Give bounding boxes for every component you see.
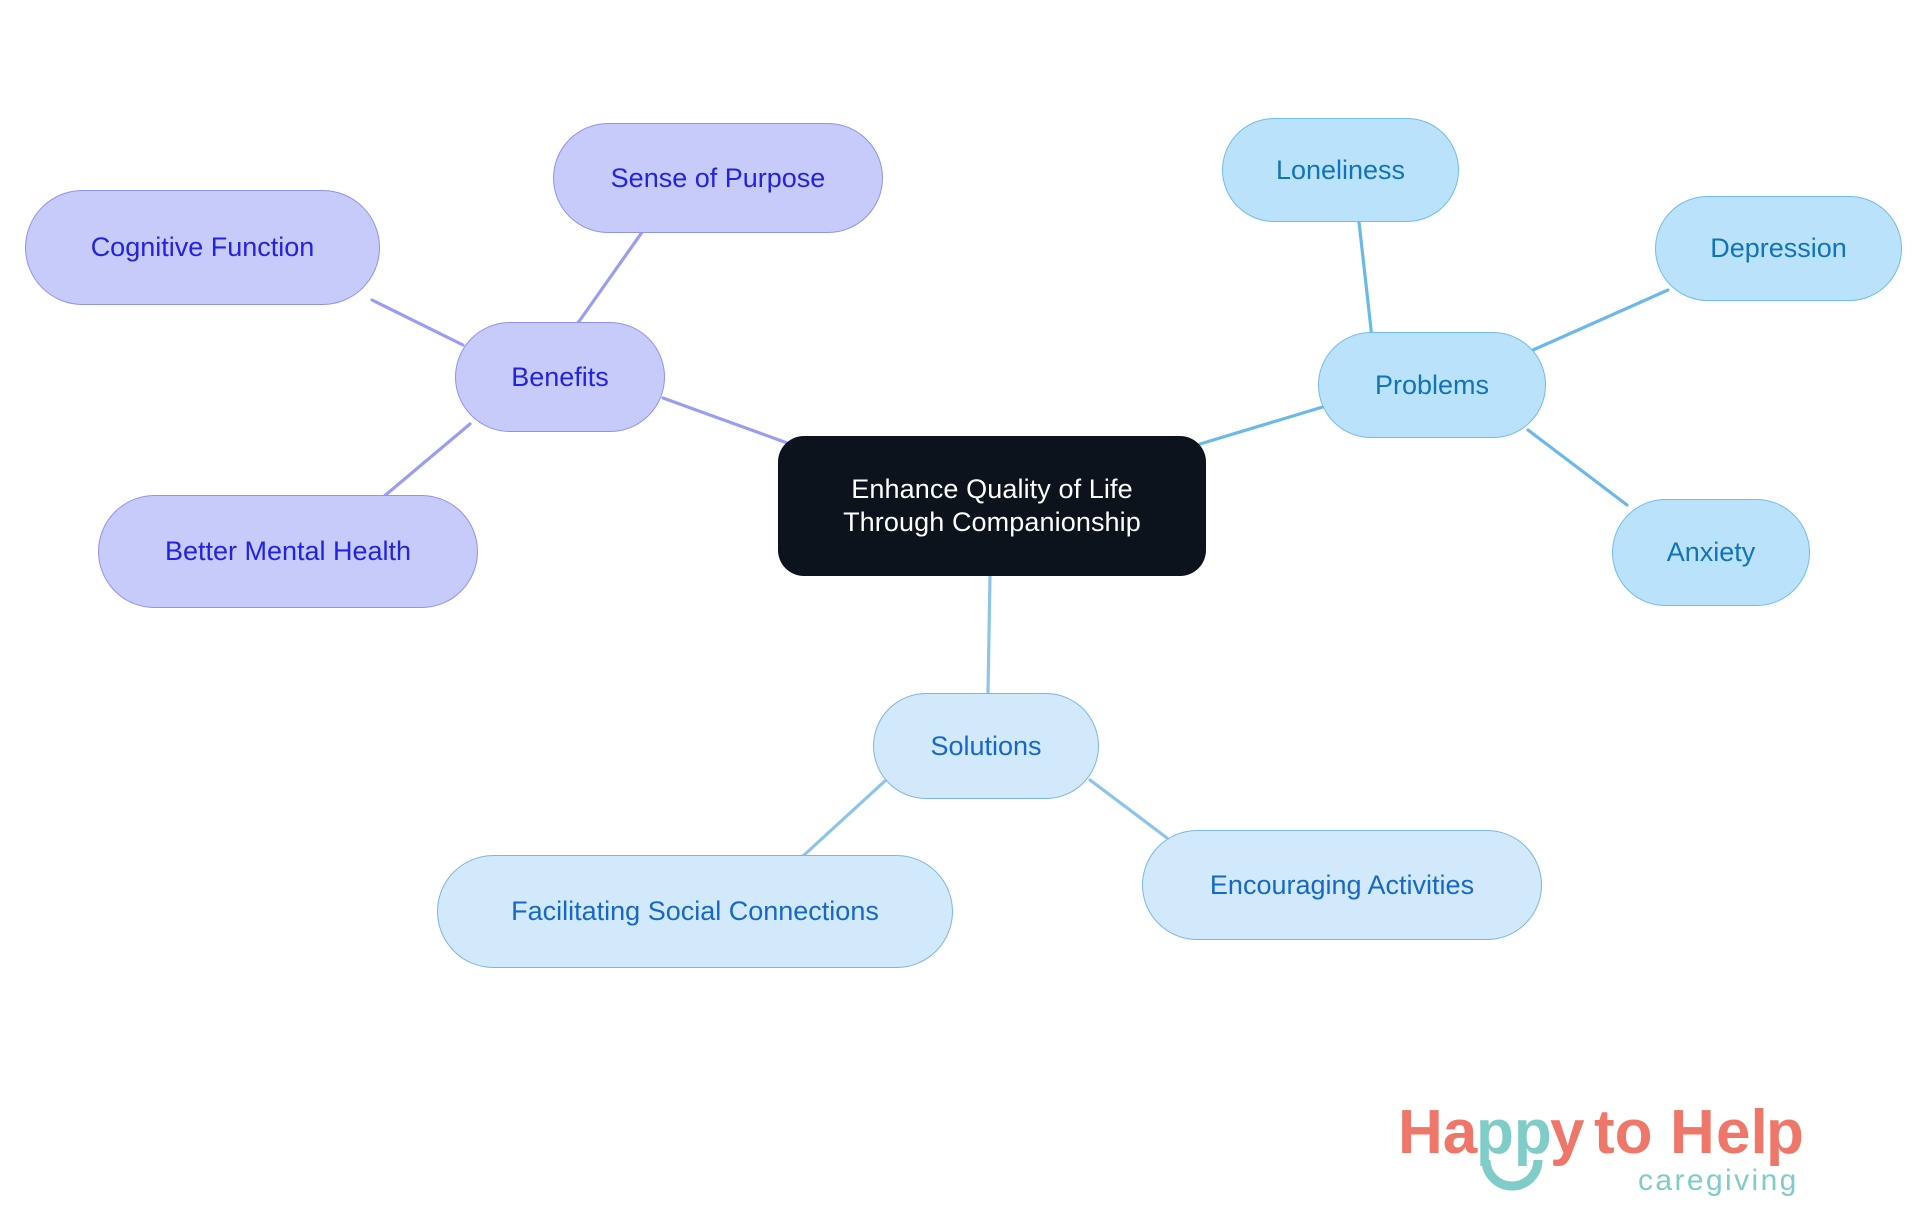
edge-solutions-to-facilitating-social-connections bbox=[801, 778, 888, 858]
edge-problems-to-loneliness bbox=[1357, 220, 1374, 340]
edge-benefits-to-cognitive-function bbox=[370, 298, 465, 347]
node-facilitating-social-connections[interactable]: Facilitating Social Connections bbox=[437, 855, 953, 968]
node-loneliness[interactable]: Loneliness bbox=[1222, 118, 1459, 222]
node-cognitive-function[interactable]: Cognitive Function bbox=[25, 190, 380, 305]
edge-benefits-to-sense-of-purpose bbox=[571, 226, 647, 332]
logo-tagline: caregiving bbox=[1638, 1164, 1799, 1197]
node-anxiety[interactable]: Anxiety bbox=[1612, 499, 1810, 606]
edge-solutions-to-encouraging-activities bbox=[1088, 778, 1169, 840]
logo-text-p: p bbox=[1766, 1098, 1804, 1167]
logo-text-y: y bbox=[1550, 1098, 1585, 1167]
logo-wordmark: Ha pp y to H el p caregiving bbox=[1398, 1098, 1804, 1197]
logo-text-ha: Ha bbox=[1398, 1098, 1478, 1167]
node-solutions[interactable]: Solutions bbox=[873, 693, 1099, 799]
edge-root-to-benefits bbox=[661, 396, 792, 446]
logo-text-to: to bbox=[1594, 1098, 1653, 1167]
node-encouraging-activities[interactable]: Encouraging Activities bbox=[1142, 830, 1542, 940]
edge-problems-to-anxiety bbox=[1526, 428, 1629, 507]
node-benefits[interactable]: Benefits bbox=[455, 322, 665, 432]
edge-root-to-solutions bbox=[986, 574, 992, 694]
node-root[interactable]: Enhance Quality of Life Through Companio… bbox=[778, 436, 1206, 576]
brand-logo: Ha pp y to H el p caregiving bbox=[1398, 1098, 1804, 1197]
edge-benefits-to-better-mental-health bbox=[380, 422, 472, 500]
smile-arc-icon bbox=[1481, 1159, 1543, 1191]
logo-text-el: el bbox=[1716, 1098, 1768, 1167]
node-problems[interactable]: Problems bbox=[1318, 332, 1546, 438]
node-depression[interactable]: Depression bbox=[1655, 196, 1902, 301]
node-better-mental-health[interactable]: Better Mental Health bbox=[98, 495, 478, 608]
edge-problems-to-depression bbox=[1531, 288, 1670, 352]
logo-text-h: H bbox=[1670, 1098, 1715, 1167]
edge-root-to-problems bbox=[1198, 404, 1328, 446]
node-sense-of-purpose[interactable]: Sense of Purpose bbox=[553, 123, 883, 233]
logo-text-pp: pp bbox=[1476, 1098, 1552, 1167]
